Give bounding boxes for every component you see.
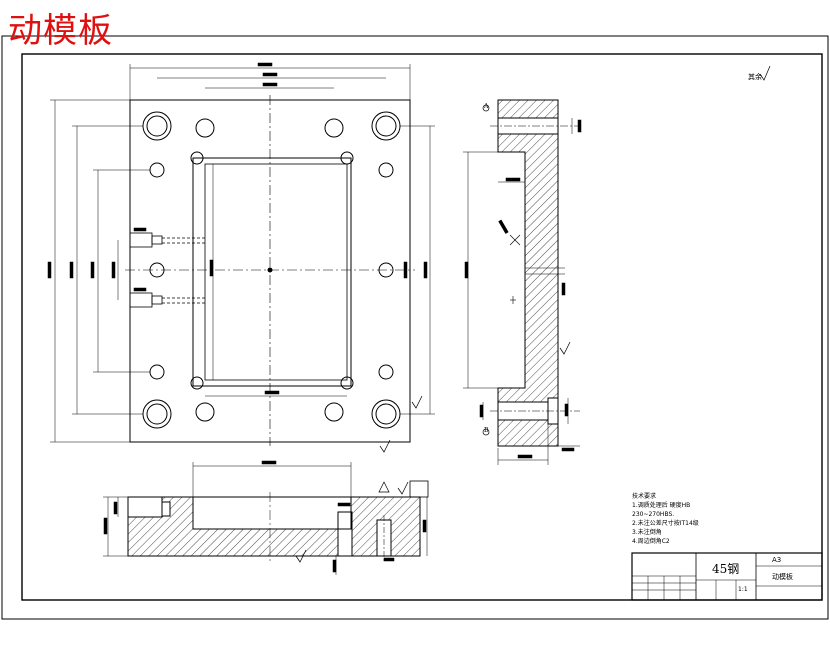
datum-label-a: A (484, 103, 489, 110)
bottom-section-view (127, 492, 421, 562)
roughness-symbols (295, 65, 771, 563)
title-block (631, 552, 823, 601)
datum-markers (378, 104, 490, 493)
bottom-view-dimensions (103, 460, 429, 575)
cavity-outline (192, 157, 352, 387)
side-view-dimensions (463, 118, 582, 465)
scale-label: 1:1 (738, 586, 748, 593)
cavity-inner (204, 163, 348, 381)
material-label: 45钢 (712, 562, 740, 576)
part-name-label: 动模板 (772, 573, 793, 581)
sheet-size-label: A3 (772, 556, 782, 564)
tech-requirements: 技术要求 1.调质处理后 硬度HB 230~270HBS. 2.未注公差尺寸按I… (632, 492, 699, 546)
front-view-dimensions (47, 62, 435, 443)
cooling-channels (129, 232, 205, 308)
tech-req-heading: 技术要求 (632, 493, 657, 500)
drawing-title: 动模板 (8, 11, 113, 51)
outer-frame (1, 35, 829, 620)
inner-frame (21, 53, 823, 601)
roughness-note: 其余 (748, 73, 762, 81)
side-section-view (490, 99, 580, 447)
tech-req-item: 3.未注倒角 (632, 529, 662, 536)
tech-req-item: 230~270HBS. (632, 511, 675, 518)
datum-label-b: B (484, 427, 489, 434)
screw-holes-medium (195, 118, 344, 422)
tech-req-item: 4.周边倒角C2 (632, 538, 670, 545)
tech-req-item: 2.未注公差尺寸按IT14级 (632, 520, 699, 527)
tech-req-item: 1.调质处理后 硬度HB (632, 502, 691, 509)
